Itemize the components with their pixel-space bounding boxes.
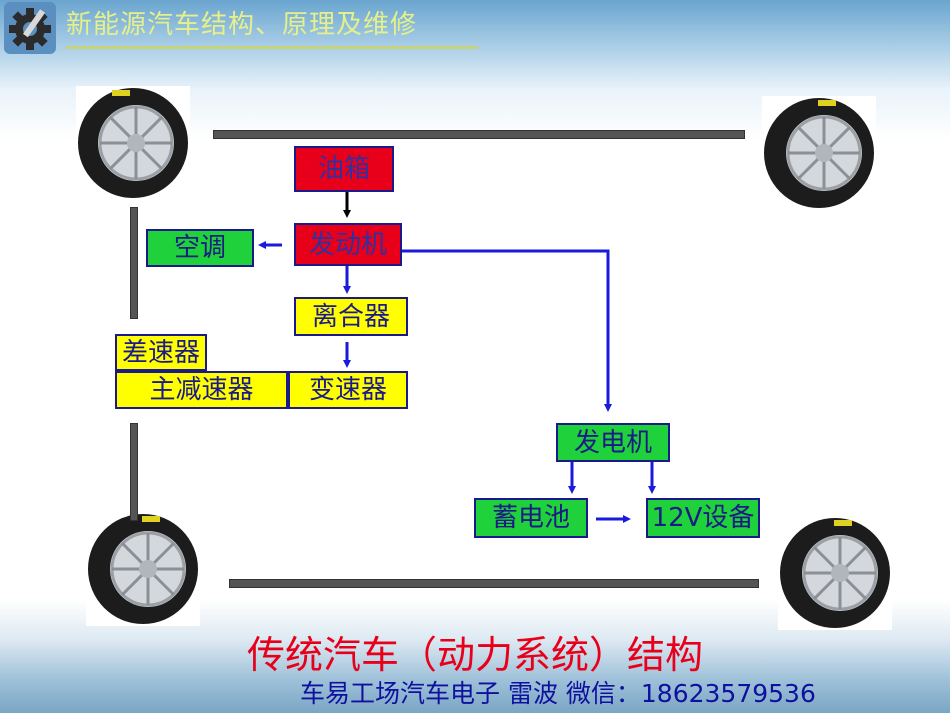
battery-box: 蓄电池 <box>474 498 588 538</box>
tire-front-left-icon <box>76 86 190 200</box>
left-upper-shaft <box>130 207 138 319</box>
page-title: 新能源汽车结构、原理及维修 <box>66 10 418 40</box>
clutch-box: 离合器 <box>294 297 408 336</box>
tire-front-right-icon <box>762 96 876 210</box>
generator-box: 发电机 <box>556 423 670 462</box>
logo-gear-icon <box>4 2 56 54</box>
fuel-tank-box: 油箱 <box>294 146 394 192</box>
left-lower-shaft <box>130 423 138 521</box>
differential-box: 差速器 <box>115 334 207 371</box>
engine-box: 发动机 <box>294 223 402 266</box>
tire-rear-left-icon <box>86 512 200 626</box>
rear-axle <box>229 579 759 588</box>
footer-credit: 车易工场汽车电子 雷波 微信：18623579536 <box>300 679 816 708</box>
tire-rear-right-icon <box>778 516 892 630</box>
final-drive-box: 主减速器 <box>115 371 288 409</box>
gearbox-box: 变速器 <box>288 371 408 409</box>
title-divider <box>66 46 478 49</box>
front-axle <box>213 130 745 139</box>
air-conditioner-box: 空调 <box>146 229 254 267</box>
arrow-engine-to-generator <box>402 249 612 412</box>
equipment-12v-box: 12V设备 <box>646 498 760 538</box>
diagram-caption: 传统汽车（动力系统）结构 <box>246 633 703 677</box>
